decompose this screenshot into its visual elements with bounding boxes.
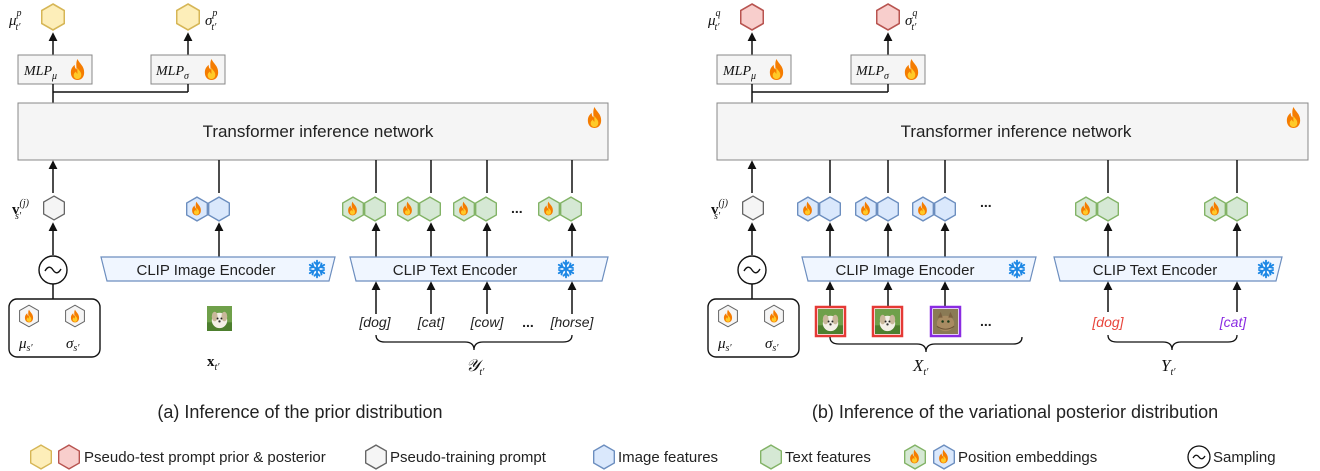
images-label: Xt′: [912, 356, 929, 378]
dog-image: [875, 309, 900, 334]
text-feature-hexagon: [1097, 196, 1119, 222]
class-label: [cat]: [417, 314, 446, 330]
prior-sigma-hexagon: [176, 3, 200, 31]
legend-posterior-hexagon: [58, 444, 80, 470]
class-set-label: 𝒴t′: [466, 356, 485, 378]
text-feature-columns: [1075, 160, 1248, 257]
legend-text-hexagon: [760, 444, 782, 470]
class-label: [horse]: [550, 314, 595, 330]
transformer-box: [17, 102, 609, 161]
sigma-s-label: σs′: [66, 336, 80, 354]
image-input-label: xt′: [207, 354, 220, 373]
mu-s-label: μs′: [18, 336, 33, 354]
image-thumbnail-frame: [871, 305, 904, 338]
class-label-cat: [cat]: [1219, 314, 1248, 330]
text-feature-hexagon: [1226, 196, 1248, 222]
mlp-mu-label: MLPμ: [23, 64, 57, 82]
legend-prior-posterior-label: Pseudo-test prompt prior & posterior: [84, 449, 326, 466]
transformer-box: [716, 102, 1309, 161]
text-feature-hexagon: [475, 196, 497, 222]
image-thumbnail-frame: [814, 305, 847, 338]
legend-sampling-label: Sampling: [1213, 449, 1276, 466]
mu-s-label: μs′: [717, 336, 732, 354]
prior-mu-hexagon: [41, 3, 65, 31]
image-feature-hexagon: [819, 196, 841, 222]
ellipsis: ...: [522, 314, 534, 330]
text-feature-columns: ...: [342, 160, 582, 257]
legend-image-hexagon: [593, 444, 615, 470]
clip-image-encoder-label: CLIP Image Encoder: [836, 262, 975, 279]
legend-prior-hexagon: [30, 444, 52, 470]
ellipsis: ...: [511, 200, 523, 216]
caption-a: (a) Inference of the prior distribution: [157, 402, 442, 422]
mlp-sigma-label: MLPσ: [855, 64, 890, 82]
class-label: [cow]: [470, 314, 505, 330]
image-feature-hexagon: [208, 196, 230, 222]
sigma-s-label: σs′: [765, 336, 779, 354]
image-feature-hexagon: [877, 196, 899, 222]
clip-text-encoder-label: CLIP Text Encoder: [1093, 262, 1218, 279]
image-brace: [829, 336, 1023, 353]
v-label: v(j)s′: [12, 198, 30, 222]
image-thumbnail-frame: [929, 305, 962, 338]
input-image: [207, 306, 232, 331]
legend-position-label: Position embeddings: [958, 449, 1097, 466]
v-label: v(j)s′: [711, 198, 729, 222]
posterior-mu-hexagon: [740, 3, 764, 31]
legend-training-label: Pseudo-training prompt: [390, 449, 547, 466]
training-prompt-hexagon: [742, 195, 764, 221]
clip-image-encoder: [100, 256, 336, 282]
training-prompt-hexagon: [43, 195, 65, 221]
class-label-dog: [dog]: [1091, 314, 1124, 330]
text-feature-hexagon: [419, 196, 441, 222]
mlp-sigma-label: MLPσ: [155, 64, 190, 82]
text-feature-hexagon: [560, 196, 582, 222]
legend-image-label: Image features: [618, 449, 718, 466]
legend-text-label: Text features: [785, 449, 871, 466]
text-feature-hexagon: [364, 196, 386, 222]
class-brace: [375, 334, 573, 351]
dog-image: [818, 309, 843, 334]
text-brace: [1107, 334, 1238, 351]
texts-label: Yt′: [1161, 356, 1176, 378]
cat-image: [933, 309, 958, 334]
image-feature-hexagon: [934, 196, 956, 222]
clip-text-encoder-label: CLIP Text Encoder: [393, 262, 518, 279]
mlp-mu-label: MLPμ: [722, 64, 756, 82]
clip-image-encoder: [801, 256, 1037, 282]
clip-text-encoder: [349, 256, 609, 282]
transformer-label: Transformer inference network: [901, 122, 1132, 141]
transformer-label: Transformer inference network: [203, 122, 434, 141]
ellipsis: ...: [980, 313, 992, 329]
class-label: [dog]: [358, 314, 391, 330]
image-feature-columns: ...: [797, 160, 992, 257]
posterior-sigma-hexagon: [876, 3, 900, 31]
legend: Pseudo-test prompt prior & posterior Pse…: [30, 444, 1276, 470]
clip-text-encoder: [1053, 256, 1283, 282]
caption-b: (b) Inference of the variational posteri…: [812, 402, 1218, 422]
legend-training-hexagon: [365, 444, 387, 470]
ellipsis: ...: [980, 194, 992, 210]
clip-image-encoder-label: CLIP Image Encoder: [137, 262, 276, 279]
